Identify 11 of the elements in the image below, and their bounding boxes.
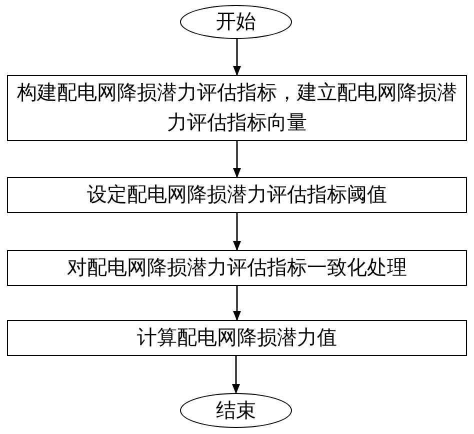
- arrow: [233, 213, 241, 251]
- arrow: [233, 39, 241, 76]
- arrow: [233, 141, 241, 178]
- process-box: 对配电网降损潜力评估指标一致化处理: [7, 250, 467, 286]
- arrow: [233, 286, 241, 321]
- end-oval: 结束: [180, 393, 292, 428]
- process-box: 计算配电网降损潜力值: [7, 320, 467, 356]
- start-oval: 开始: [180, 5, 292, 39]
- process-box: 设定配电网降损潜力评估指标阈值: [7, 177, 467, 213]
- process-box: 构建配电网降损潜力评估指标，建立配电网降损潜力评估指标向量: [7, 75, 467, 141]
- arrow: [232, 356, 240, 394]
